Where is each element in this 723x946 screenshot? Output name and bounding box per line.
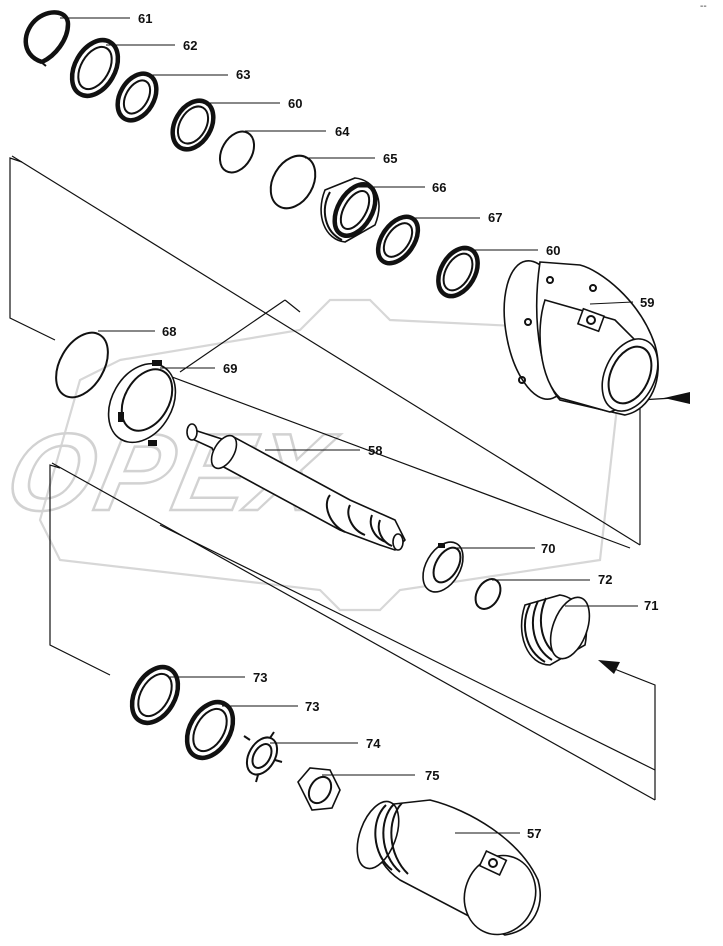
callout-64: 64 [335, 124, 350, 139]
part-73-seal-upper [129, 664, 181, 726]
callout-73-lower: 73 [305, 699, 319, 714]
callout-labels: 61 62 63 60 64 65 66 67 60 59 68 69 58 7… [138, 11, 658, 841]
callout-74: 74 [366, 736, 381, 751]
part-69-slotted-nut [107, 360, 177, 446]
part-64-o-ring [218, 130, 256, 174]
callout-67: 67 [488, 210, 502, 225]
callout-60-lower: 60 [546, 243, 560, 258]
callout-60-upper: 60 [288, 96, 302, 111]
assembly-lines-lower [49, 462, 656, 801]
corner-mark: -- [700, 1, 707, 12]
part-75-hex-nut [297, 767, 341, 811]
callout-62: 62 [183, 38, 197, 53]
part-62-ring [69, 37, 121, 99]
callout-70: 70 [541, 541, 555, 556]
part-57-end-cap [356, 799, 541, 936]
callout-69: 69 [223, 361, 237, 376]
callout-65: 65 [383, 151, 397, 166]
callout-66: 66 [432, 180, 446, 195]
part-63-ring [115, 71, 159, 123]
callout-61: 61 [138, 11, 152, 26]
callout-59: 59 [640, 295, 654, 310]
callout-72: 72 [598, 572, 612, 587]
leader-lines [60, 17, 638, 834]
part-68-o-ring [55, 331, 109, 399]
callout-57: 57 [527, 826, 541, 841]
callout-75: 75 [425, 768, 439, 783]
part-67-seal [375, 214, 421, 266]
part-73-seal-lower [184, 699, 236, 761]
part-59-flanged-housing [503, 260, 659, 416]
part-71-piston [520, 594, 591, 666]
part-60-ring-upper [170, 98, 216, 152]
callout-73-upper: 73 [253, 670, 267, 685]
part-58-piston-rod [186, 423, 406, 551]
callout-68: 68 [162, 324, 176, 339]
callout-58: 58 [368, 443, 382, 458]
callout-71: 71 [644, 598, 658, 613]
part-61-snap-ring [23, 10, 71, 67]
part-70-slotted-nut [422, 541, 464, 593]
callout-63: 63 [236, 67, 250, 82]
part-66-sleeve [320, 177, 380, 243]
part-60-ring-lower [436, 245, 480, 299]
part-74-lock-washer [243, 731, 283, 783]
